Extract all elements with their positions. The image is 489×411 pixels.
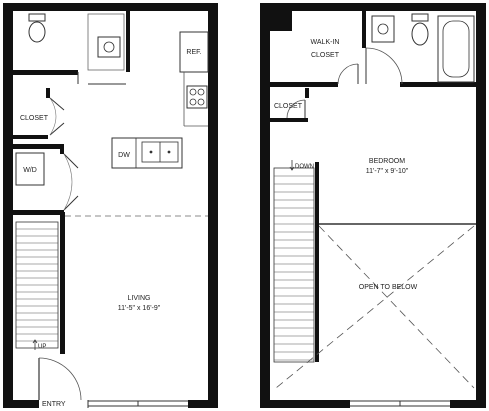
laundry-door-2 <box>63 195 79 211</box>
lower-window <box>87 400 188 408</box>
toilet-icon <box>28 13 46 43</box>
stair-outline <box>273 167 315 363</box>
bedroom-label: BEDROOM <box>369 158 405 165</box>
upper-wall-bottom-left <box>260 400 350 408</box>
lower-staircase <box>15 221 59 349</box>
upper-wall-left <box>260 3 270 408</box>
lower-closet-wall-right <box>46 88 50 98</box>
upper-wall-bottom-right <box>450 400 486 408</box>
lower-wall-top <box>3 3 218 11</box>
upper-stair-rail <box>315 162 319 362</box>
washer-dryer <box>15 152 45 186</box>
walkin-bath-jamb <box>362 48 366 86</box>
upper-level: WALK-IN CLOSET CLOSET DOWN BEDROOM 11'-7… <box>260 3 486 408</box>
lower-closet-door-1 <box>49 97 65 111</box>
open-to-below-marker <box>275 225 475 389</box>
upper-chimney <box>260 3 292 31</box>
lower-wall-bottom-left <box>3 400 35 408</box>
ref-label: REF. <box>186 49 201 56</box>
up-label: UP <box>38 344 46 350</box>
bath-upper-wall-bottom <box>400 82 480 87</box>
bedroom-dimension: 11'-7" x 9'-10" <box>366 168 409 175</box>
entry-door-jamb <box>35 400 39 408</box>
walkin-label-2: CLOSET <box>311 52 340 59</box>
laundry-wall-top <box>10 144 64 149</box>
up-arrowhead <box>32 339 38 344</box>
laundry-wall-bottom <box>10 210 64 215</box>
living-dimension: 11'-5" x 16'-9" <box>118 305 161 312</box>
open-below-label: OPEN TO BELOW <box>359 284 418 291</box>
kitchen-island: DW <box>111 137 183 169</box>
down-label: DOWN <box>295 164 314 170</box>
upper-sink-icon <box>371 15 395 43</box>
upper-closet-swing <box>286 99 306 119</box>
upper-toilet-icon <box>411 13 429 46</box>
lower-closet-wall-bottom <box>10 135 48 139</box>
lower-closet-swing <box>49 97 57 136</box>
laundry-door-swing <box>63 153 73 211</box>
entry-label: ENTRY <box>42 401 66 408</box>
laundry-wall-right <box>60 144 64 154</box>
upper-wall-top <box>260 3 486 11</box>
upper-closet-label: CLOSET <box>274 103 303 110</box>
walkin-label-1: WALK-IN <box>311 39 340 46</box>
lower-wall-right <box>208 3 218 408</box>
down-arrowhead <box>289 166 295 171</box>
living-label: LIVING <box>128 295 151 302</box>
walkin-wall-bottom <box>270 82 338 87</box>
sink-icon <box>97 36 121 58</box>
walkin-wall-right <box>362 8 366 48</box>
bath-wall-bottom <box>10 70 78 75</box>
stove-icon <box>186 85 208 109</box>
lower-stair-wall <box>60 212 65 354</box>
lower-wall-left <box>3 3 13 408</box>
lower-wall-bottom-right <box>188 400 218 408</box>
bath-door-upper-swing <box>365 47 403 85</box>
refrigerator: REF. <box>179 31 209 73</box>
entry-door-swing <box>38 357 82 401</box>
kitchen-sink-icon <box>141 141 179 163</box>
lower-closet-label: CLOSET <box>20 115 49 122</box>
dw-label: DW <box>118 152 130 159</box>
upper-wall-right <box>476 3 486 408</box>
walkin-door-swing <box>337 63 359 85</box>
lower-closet-door-2 <box>49 122 65 136</box>
shower-tray <box>87 13 125 71</box>
bath-wall-right <box>126 8 130 72</box>
upper-window <box>350 400 450 407</box>
upper-closet-wall-right <box>305 88 309 98</box>
bathtub-icon <box>437 15 475 83</box>
lower-level: REF. DW CLOSET <box>3 3 218 408</box>
laundry-door-1 <box>63 153 79 169</box>
upper-closet-wall-bottom <box>270 118 308 122</box>
upper-staircase <box>273 167 315 363</box>
wd-label: W/D <box>23 167 37 174</box>
